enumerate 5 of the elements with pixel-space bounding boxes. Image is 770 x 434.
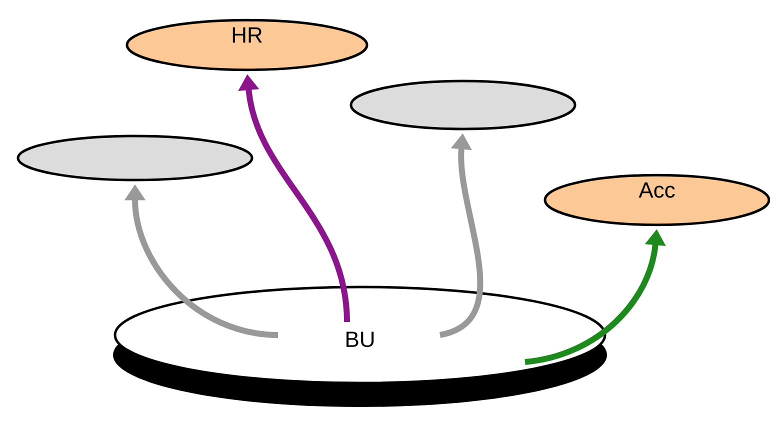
ellipse-platform: Acc bbox=[544, 174, 770, 226]
disc-platform: BU bbox=[113, 286, 607, 407]
ellipse-platform bbox=[350, 80, 576, 130]
ellipse-platform: HR bbox=[126, 18, 368, 72]
ellipse-platform bbox=[16, 134, 254, 182]
